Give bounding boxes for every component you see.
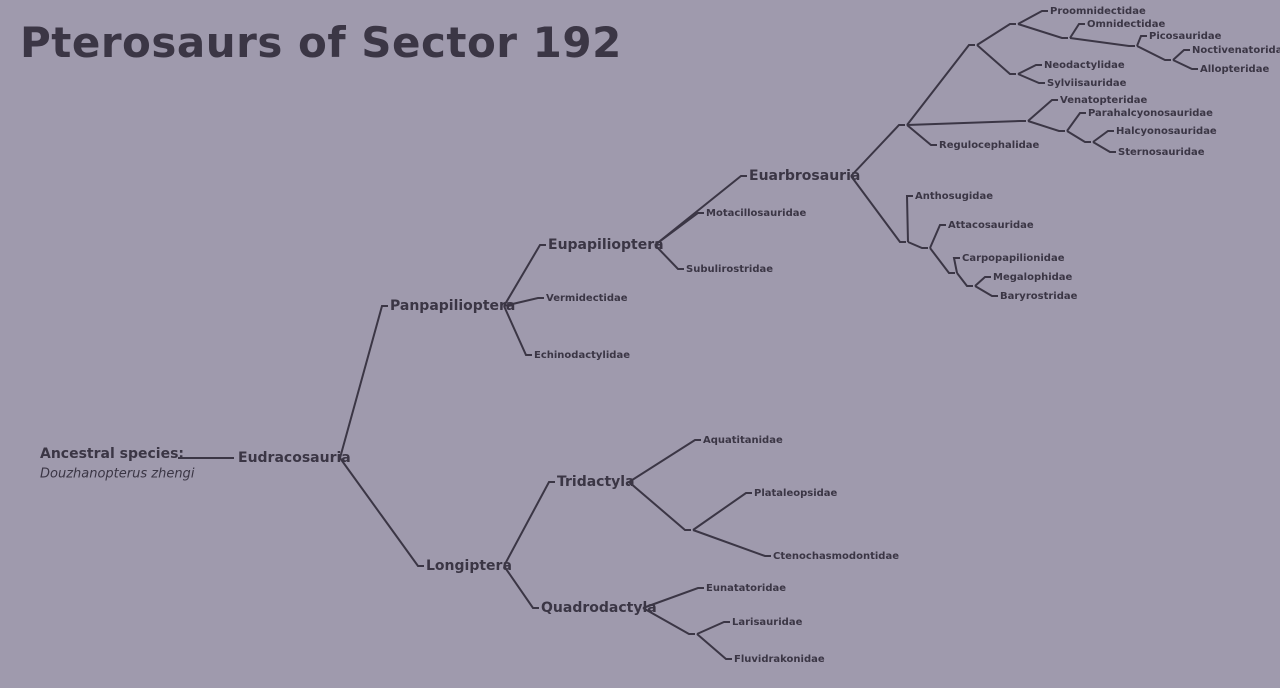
family-attacosauridae: Attacosauridae bbox=[948, 220, 1034, 231]
branch bbox=[696, 633, 732, 660]
family-sternosauridae: Sternosauridae bbox=[1118, 147, 1205, 158]
family-allopteridae: Allopteridae bbox=[1200, 64, 1269, 75]
branch bbox=[654, 212, 704, 246]
branch bbox=[929, 247, 955, 274]
family-sylviisauridae: Sylviisauridae bbox=[1047, 78, 1127, 89]
branch bbox=[974, 276, 991, 287]
branch bbox=[1066, 130, 1091, 143]
family-larisauridae: Larisauridae bbox=[732, 617, 803, 628]
family-baryrostridae: Baryrostridae bbox=[1000, 291, 1078, 302]
branch bbox=[503, 565, 539, 609]
family-aquatitanidae: Aquatitanidae bbox=[703, 435, 783, 446]
family-echinodactylidae: Echinodactylidae bbox=[534, 350, 630, 361]
clade-panpapilioptera: Panpapilioptera bbox=[390, 298, 515, 314]
branch bbox=[850, 175, 906, 243]
branch bbox=[1017, 64, 1042, 75]
ancestral-species-label: Ancestral species: bbox=[40, 446, 184, 462]
branch bbox=[850, 124, 905, 177]
branch bbox=[1136, 35, 1147, 47]
branch bbox=[503, 244, 546, 307]
family-proomnidectidae: Proomnidectidae bbox=[1050, 6, 1146, 17]
branch bbox=[1136, 45, 1171, 61]
branch bbox=[339, 305, 388, 459]
branch bbox=[692, 492, 752, 531]
tree-labels: Ancestral species:Douzhanopterus zhengiE… bbox=[40, 6, 1280, 665]
family-megalophidae: Megalophidae bbox=[993, 272, 1073, 283]
family-motacillosauridae: Motacillosauridae bbox=[706, 208, 807, 219]
branch bbox=[503, 481, 555, 567]
family-regulocephalidae: Regulocephalidae bbox=[939, 140, 1040, 151]
branch bbox=[1092, 130, 1114, 143]
family-noctivenatoridae: Noctivenatoridae bbox=[1192, 45, 1280, 56]
branch bbox=[907, 241, 928, 249]
branch bbox=[1069, 37, 1135, 47]
branch bbox=[1172, 59, 1198, 70]
clade-longiptera: Longiptera bbox=[426, 558, 512, 574]
family-neodactylidae: Neodactylidae bbox=[1044, 60, 1125, 71]
branch bbox=[696, 621, 730, 635]
family-omnidectidae: Omnidectidae bbox=[1087, 19, 1165, 30]
branch bbox=[906, 44, 975, 126]
family-fluvidrakonidae: Fluvidrakonidae bbox=[734, 654, 825, 665]
family-subulirostridae: Subulirostridae bbox=[686, 264, 773, 275]
family-plataleopsidae: Plataleopsidae bbox=[754, 488, 838, 499]
family-picosauridae: Picosauridae bbox=[1149, 31, 1222, 42]
branch bbox=[339, 457, 424, 567]
family-halcyonosauridae: Halcyonosauridae bbox=[1116, 126, 1217, 137]
clade-euarbrosauria: Euarbrosauria bbox=[749, 168, 860, 184]
branch bbox=[976, 23, 1016, 46]
family-venatopteridae: Venatopteridae bbox=[1060, 95, 1147, 106]
branch bbox=[503, 305, 532, 356]
branch bbox=[906, 120, 1026, 126]
branch bbox=[1027, 99, 1058, 122]
clade-quadrodactyla: Quadrodactyla bbox=[541, 600, 657, 616]
family-anthosugidae: Anthosugidae bbox=[915, 191, 993, 202]
branch bbox=[1092, 141, 1116, 153]
branch bbox=[642, 607, 695, 635]
tree-branches bbox=[178, 10, 1198, 660]
branch bbox=[952, 257, 960, 274]
branch bbox=[628, 481, 691, 531]
family-eunatatoridae: Eunatatoridae bbox=[706, 583, 786, 594]
family-vermidectidae: Vermidectidae bbox=[546, 293, 628, 304]
clade-eupapilioptera: Eupapilioptera bbox=[548, 237, 664, 253]
clade-eudracosauria: Eudracosauria bbox=[238, 450, 351, 466]
branch bbox=[1017, 10, 1048, 25]
ancestral-species-name: Douzhanopterus zhengi bbox=[40, 467, 195, 482]
branch bbox=[1172, 49, 1190, 61]
branch bbox=[654, 244, 684, 270]
branch bbox=[929, 224, 946, 249]
family-ctenochasmodontidae: Ctenochasmodontidae bbox=[773, 551, 899, 562]
branch bbox=[503, 297, 544, 307]
branch bbox=[1027, 120, 1065, 132]
family-parahalcyonosauridae: Parahalcyonosauridae bbox=[1088, 108, 1213, 119]
branch bbox=[905, 195, 913, 243]
clade-tridactyla: Tridactyla bbox=[557, 474, 635, 490]
branch bbox=[906, 124, 937, 146]
family-carpopapilionidae: Carpopapilionidae bbox=[962, 253, 1065, 264]
branch bbox=[692, 529, 771, 557]
branch bbox=[974, 285, 998, 297]
branch bbox=[956, 272, 973, 287]
branch bbox=[1017, 23, 1068, 39]
branch bbox=[654, 175, 747, 246]
branch bbox=[642, 587, 704, 609]
branch bbox=[1069, 23, 1085, 39]
branch bbox=[1017, 73, 1045, 84]
page-title: Pterosaurs of Sector 192 bbox=[20, 18, 622, 67]
branch bbox=[976, 44, 1016, 75]
branch bbox=[628, 439, 701, 483]
branch bbox=[1066, 112, 1086, 132]
